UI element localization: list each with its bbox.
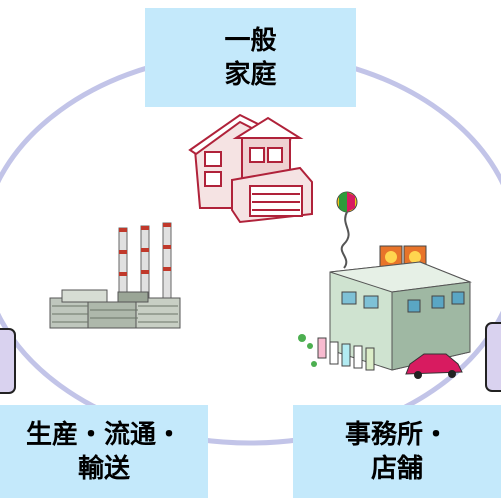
office-label-line2: 店舗 <box>370 453 423 484</box>
household-label-line2: 家庭 <box>224 59 277 90</box>
office-label-line1: 事務所・ <box>344 419 449 450</box>
office-label: 事務所・ 店舗 <box>293 405 501 498</box>
production-label-line2: 輸送 <box>77 453 130 484</box>
household-label-line1: 一般 <box>224 25 277 56</box>
production-label-line1: 生産・流通・ <box>25 419 182 450</box>
left-side-tab <box>0 328 16 394</box>
household-label: 一般 家庭 <box>145 8 356 107</box>
production-label: 生産・流通・ 輸送 <box>0 405 208 498</box>
right-side-tab <box>485 322 501 392</box>
